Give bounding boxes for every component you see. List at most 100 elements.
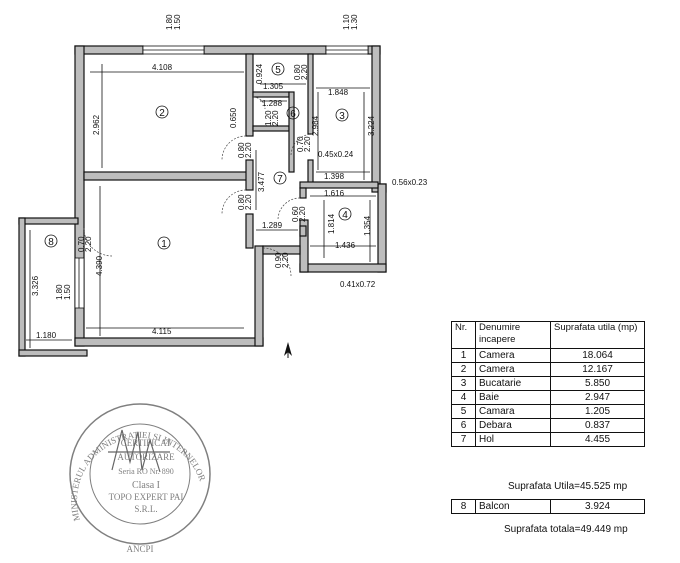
svg-text:2.20: 2.20 xyxy=(298,206,307,222)
svg-text:3: 3 xyxy=(339,111,345,122)
svg-text:1.289: 1.289 xyxy=(262,221,283,230)
svg-text:1.848: 1.848 xyxy=(328,88,349,97)
row-nr: 6 xyxy=(451,418,476,433)
svg-text:0.60: 0.60 xyxy=(291,206,300,222)
svg-text:AUTORIZARE: AUTORIZARE xyxy=(117,452,175,462)
room-label-7: 7 xyxy=(273,171,287,185)
row-area: 18.064 xyxy=(550,348,645,363)
suprafata-utila: Suprafata Utila=45.525 mp xyxy=(508,481,628,492)
header-area: Suprafata utila (mp) xyxy=(550,321,645,349)
area-table: Nr. Denumire incapere Suprafata utila (m… xyxy=(451,321,645,447)
svg-text:Clasa I: Clasa I xyxy=(132,480,160,491)
room-label-8: 8 xyxy=(44,234,58,248)
table-row: 2 Camera 12.167 xyxy=(451,362,645,377)
room-label-3: 3 xyxy=(335,108,349,122)
svg-text:3.326: 3.326 xyxy=(31,275,40,296)
svg-text:1.305: 1.305 xyxy=(263,82,284,91)
svg-text:8: 8 xyxy=(48,237,54,248)
svg-text:2.20: 2.20 xyxy=(244,142,253,158)
room-label-6: 6 xyxy=(286,106,300,120)
svg-text:0.56x0.23: 0.56x0.23 xyxy=(392,178,428,187)
svg-text:3.224: 3.224 xyxy=(367,115,376,136)
suprafata-totala: Suprafata totala=49.449 mp xyxy=(504,524,628,535)
svg-text:4.108: 4.108 xyxy=(152,63,173,72)
exterior-walls xyxy=(18,45,387,357)
table-row: 7 Hol 4.455 xyxy=(451,432,645,447)
svg-text:1.354: 1.354 xyxy=(363,215,372,236)
windows xyxy=(74,45,369,309)
svg-text:0.70: 0.70 xyxy=(296,136,305,152)
row-name: Bucatarie xyxy=(475,376,551,391)
svg-text:0.90: 0.90 xyxy=(274,252,283,268)
svg-text:0.650: 0.650 xyxy=(229,107,238,128)
svg-text:0.41x0.72: 0.41x0.72 xyxy=(340,280,376,289)
svg-text:2.962: 2.962 xyxy=(92,114,101,135)
row-name: Debara xyxy=(475,418,551,433)
room-label-5: 5 xyxy=(271,62,285,76)
svg-text:1.814: 1.814 xyxy=(327,213,336,234)
room-label-2: 2 xyxy=(155,105,169,119)
svg-text:1.288: 1.288 xyxy=(262,99,283,108)
row-area: 0.837 xyxy=(550,418,645,433)
svg-text:2.20: 2.20 xyxy=(281,252,290,268)
north-arrow-icon xyxy=(284,342,292,358)
table-row: 1 Camera 18.064 xyxy=(451,348,645,363)
svg-text:0.80: 0.80 xyxy=(237,194,246,210)
room-label-4: 4 xyxy=(338,207,352,221)
row-nr: 1 xyxy=(451,348,476,363)
door-swings xyxy=(83,96,314,277)
row-nr: 3 xyxy=(451,376,476,391)
svg-text:1.398: 1.398 xyxy=(324,172,345,181)
svg-text:5: 5 xyxy=(275,65,281,76)
row-name: Camera xyxy=(475,362,551,377)
row-nr: 7 xyxy=(451,432,476,447)
svg-text:2.984: 2.984 xyxy=(311,115,320,136)
svg-text:0.70: 0.70 xyxy=(77,236,86,252)
svg-text:1.436: 1.436 xyxy=(335,241,356,250)
table-header-row: Nr. Denumire incapere Suprafata utila (m… xyxy=(451,321,645,349)
svg-text:1.50: 1.50 xyxy=(173,14,182,30)
balcon-area: 3.924 xyxy=(550,499,645,514)
svg-text:1: 1 xyxy=(161,239,167,250)
header-name: Denumire incapere xyxy=(475,321,551,349)
svg-text:0.80: 0.80 xyxy=(293,64,302,80)
balcon-table: 8 Balcon 3.924 xyxy=(451,499,645,514)
svg-text:0.924: 0.924 xyxy=(255,63,264,84)
table-row: 4 Baie 2.947 xyxy=(451,390,645,405)
row-area: 2.947 xyxy=(550,390,645,405)
svg-text:1.20: 1.20 xyxy=(264,110,273,126)
row-nr: 4 xyxy=(451,390,476,405)
svg-text:2.20: 2.20 xyxy=(300,64,309,80)
svg-text:0.45x0.24: 0.45x0.24 xyxy=(318,150,354,159)
table-row: 5 Camara 1.205 xyxy=(451,404,645,419)
balcon-nr: 8 xyxy=(451,499,476,514)
svg-text:2.20: 2.20 xyxy=(84,236,93,252)
svg-text:1.180: 1.180 xyxy=(36,331,57,340)
row-name: Camara xyxy=(475,404,551,419)
stamp: MINISTERUL ADMINISTRATIEI SI INTERNELOR … xyxy=(69,403,211,554)
svg-text:2.20: 2.20 xyxy=(271,110,280,126)
svg-text:0.80: 0.80 xyxy=(237,142,246,158)
svg-text:2.20: 2.20 xyxy=(303,136,312,152)
svg-text:3.477: 3.477 xyxy=(257,171,266,192)
svg-text:2.20: 2.20 xyxy=(244,194,253,210)
svg-text:CERTIFICAT: CERTIFICAT xyxy=(121,438,172,448)
svg-text:6: 6 xyxy=(290,109,296,120)
svg-text:1.10: 1.10 xyxy=(342,14,351,30)
dimension-lines xyxy=(26,64,376,348)
svg-text:1.30: 1.30 xyxy=(350,14,359,30)
row-area: 12.167 xyxy=(550,362,645,377)
room-labels: 2 1 5 6 3 7 4 8 xyxy=(44,62,352,250)
svg-text:ANCPI: ANCPI xyxy=(126,544,153,554)
row-name: Camera xyxy=(475,348,551,363)
table-row: 3 Bucatarie 5.850 xyxy=(451,376,645,391)
row-nr: 2 xyxy=(451,362,476,377)
row-area: 1.205 xyxy=(550,404,645,419)
row-name: Baie xyxy=(475,390,551,405)
row-name: Hol xyxy=(475,432,551,447)
table-row: 8 Balcon 3.924 xyxy=(451,499,645,514)
svg-text:1.80: 1.80 xyxy=(165,14,174,30)
svg-text:4: 4 xyxy=(342,210,348,221)
svg-text:4.115: 4.115 xyxy=(152,327,172,336)
row-nr: 5 xyxy=(451,404,476,419)
